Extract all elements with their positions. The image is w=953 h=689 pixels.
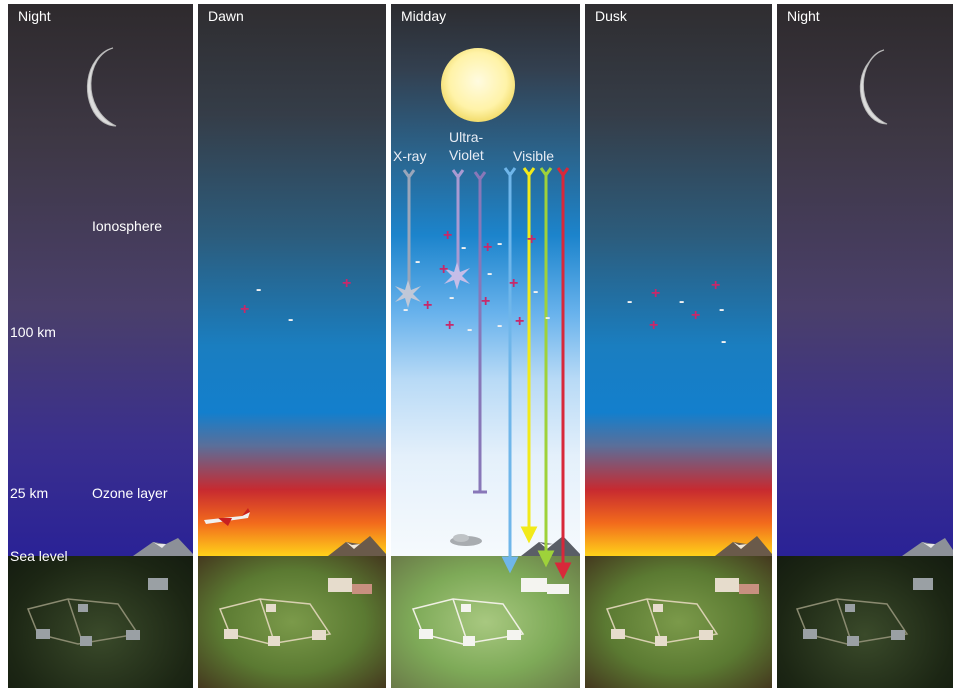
dawn-art: [204, 508, 386, 646]
negative-ion: -: [487, 265, 493, 282]
panel-dawn: Dawn - + + -: [198, 4, 386, 688]
burst-icon: [395, 280, 421, 308]
positive-ion: +: [443, 227, 453, 244]
positive-ion: +: [691, 307, 701, 324]
xray-ray: [402, 169, 416, 294]
observatory-buildings: [224, 578, 372, 646]
panel-dusk: Dusk - + - + - + + -: [585, 4, 772, 688]
moon-icon: [86, 47, 117, 127]
altitude-100km-label: 100 km: [10, 324, 56, 340]
negative-ion: -: [461, 239, 467, 256]
positive-ion: +: [481, 293, 491, 310]
positive-ion: +: [445, 317, 455, 334]
night-sky: [8, 4, 193, 556]
panel-midday: Midday: [391, 4, 580, 688]
dawn-sky: [198, 4, 386, 556]
panel-label: Dusk: [595, 8, 627, 24]
observatory-buildings: [419, 578, 569, 646]
ozone-layer-label: Ozone layer: [92, 485, 168, 501]
positive-ion: +: [240, 301, 250, 318]
negative-ion: -: [627, 293, 633, 310]
positive-ion: +: [651, 285, 661, 302]
negative-ion: -: [679, 293, 685, 310]
positive-ion: +: [439, 261, 449, 278]
sun-icon: [441, 48, 515, 122]
positive-ion: +: [342, 275, 352, 292]
panel-label: Midday: [401, 8, 447, 24]
ultraviolet-ray: [451, 169, 465, 276]
ground-dusk: [585, 556, 772, 688]
ground-dawn: [198, 556, 386, 688]
sea-level-label: Sea level: [10, 548, 68, 564]
visible-red-ray: [554, 167, 572, 580]
negative-ion: -: [449, 289, 455, 306]
observatory-buildings: [803, 578, 933, 646]
negative-ion: -: [719, 301, 725, 318]
positive-ion: +: [483, 239, 493, 256]
ultraviolet-label: Ultra- Violet: [449, 129, 484, 163]
positive-ion: +: [423, 297, 433, 314]
visible-blue-ray: [501, 167, 519, 574]
negative-ion: -: [256, 281, 262, 298]
positive-ion: +: [649, 317, 659, 334]
burst-icon: [444, 262, 470, 290]
negative-ion: -: [721, 333, 727, 350]
positive-ion: +: [509, 275, 519, 292]
negative-ion: -: [545, 309, 551, 326]
ultraviolet-ray: [473, 171, 487, 494]
negative-ion: -: [497, 317, 503, 334]
panel-label: Night: [787, 8, 820, 24]
altitude-25km-label: 25 km: [10, 485, 49, 501]
ionosphere-label: Ionosphere: [92, 218, 163, 234]
visible-label: Visible: [513, 148, 554, 164]
xray-label: X-ray: [393, 148, 427, 164]
positive-ion: +: [527, 231, 537, 248]
airplane-icon: [204, 508, 250, 526]
night-left-art: [26, 47, 193, 646]
mountain-icon: [328, 536, 386, 556]
mountain-icon: [133, 538, 193, 556]
observatory-buildings: [36, 578, 168, 646]
panel-night-right: Night: [777, 4, 953, 688]
negative-ion: -: [533, 283, 539, 300]
negative-ion: -: [497, 235, 503, 252]
negative-ion: -: [467, 321, 473, 338]
mountain-icon: [902, 538, 953, 556]
visible-yellow-ray: [520, 167, 538, 544]
panel-label: Dawn: [208, 8, 244, 24]
positive-ion: +: [711, 277, 721, 294]
negative-ion: -: [288, 311, 294, 328]
night-right-art: [795, 49, 953, 646]
cloud-icon: [450, 534, 482, 546]
visible-green-ray: [537, 167, 555, 568]
panel-label: Night: [18, 8, 51, 24]
negative-ion: -: [403, 301, 409, 318]
observatory-buildings: [611, 578, 759, 646]
moon-icon: [859, 49, 888, 125]
panel-night-left: Night Ionosphere 100 km 25 km Ozone laye…: [8, 4, 193, 688]
positive-ion: +: [515, 313, 525, 330]
negative-ion: -: [415, 253, 421, 270]
midday-art: [395, 48, 580, 646]
ground-midday: [391, 556, 580, 688]
dusk-sky: [585, 4, 772, 556]
dusk-art: [605, 536, 772, 646]
mountain-icon: [715, 536, 772, 556]
